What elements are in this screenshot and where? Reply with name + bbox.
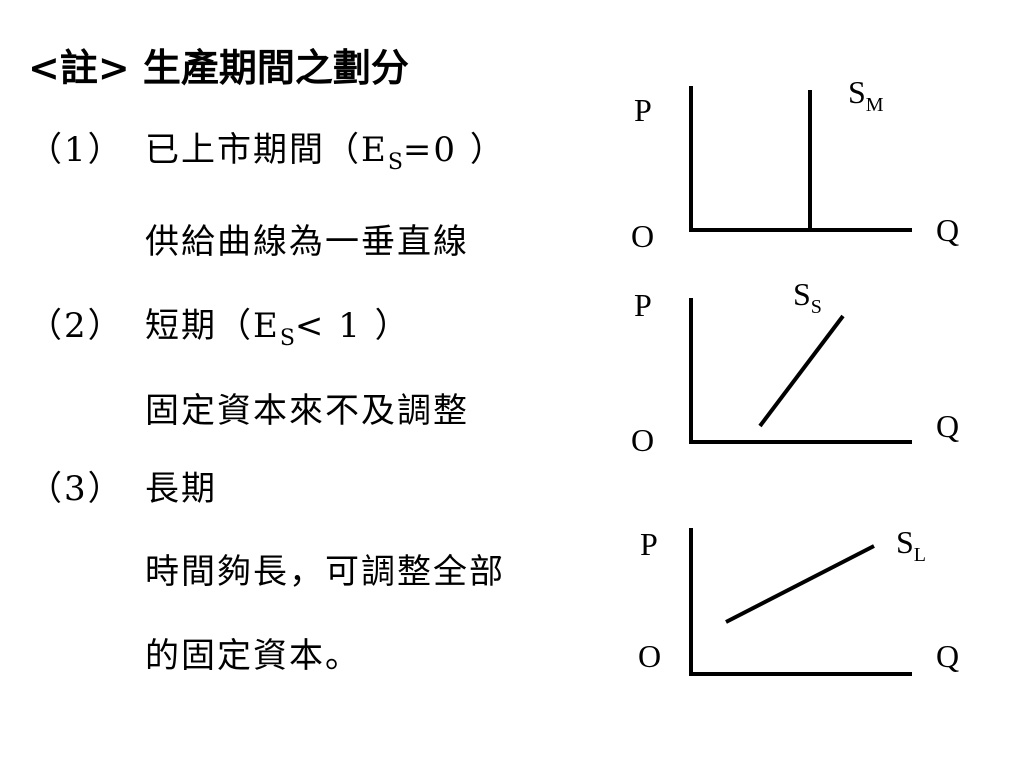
item-1-heading-subscript: S bbox=[387, 150, 403, 175]
diagram-3-y-axis-label: P bbox=[640, 526, 658, 562]
diagram-2-curve-label: SS bbox=[793, 276, 822, 318]
diagram-2-curve-label-main: S bbox=[793, 276, 811, 312]
diagram-3-x-axis-label: Q bbox=[936, 638, 959, 674]
item-1-heading-after: =0 ） bbox=[402, 130, 506, 170]
diagram-1-axes bbox=[689, 86, 912, 232]
diagram-3-curve-label-sub: L bbox=[914, 544, 926, 566]
supply-curve-short-run bbox=[758, 314, 845, 428]
item-1-number: （1） bbox=[28, 130, 124, 170]
diagram-2-axes bbox=[689, 298, 912, 444]
item-2-heading-text: 短期（E bbox=[145, 306, 280, 346]
diagram-3-axes bbox=[689, 528, 912, 676]
diagram-long-run: P O Q SL bbox=[638, 524, 959, 676]
item-2-heading-after: < 1 ） bbox=[294, 306, 411, 346]
supply-curve-long-run bbox=[725, 544, 875, 624]
diagram-1-curve-label-sub: M bbox=[866, 94, 884, 116]
item-3-number: （3） bbox=[28, 469, 124, 509]
diagram-1-y-axis-label: P bbox=[634, 92, 652, 128]
item-2-heading: 短期（ES< 1 ） bbox=[145, 303, 411, 362]
diagram-3-origin-label: O bbox=[638, 638, 661, 674]
item-1-heading-text: 已上市期間（E bbox=[145, 130, 388, 170]
diagram-1-curve-label: SM bbox=[848, 74, 884, 116]
diagram-1-origin-label: O bbox=[631, 218, 654, 254]
item-3-description-line-2: 的固定資本。 bbox=[145, 636, 361, 676]
item-2-heading-subscript: S bbox=[279, 326, 295, 351]
item-1-heading: 已上市期間（ES=0 ） bbox=[145, 127, 506, 186]
diagram-3-curve-label: SL bbox=[896, 524, 926, 566]
diagram-1-curve-label-main: S bbox=[848, 74, 866, 110]
page-title: <註> 生產期間之劃分 bbox=[28, 45, 409, 90]
diagram-2-origin-label: O bbox=[631, 422, 654, 458]
diagram-short-run: P O Q SS bbox=[631, 276, 959, 458]
item-2-number: （2） bbox=[28, 306, 124, 346]
diagram-3-curve-label-main: S bbox=[896, 524, 914, 560]
diagram-2-x-axis-label: Q bbox=[936, 408, 959, 444]
diagram-2-y-axis-label: P bbox=[634, 287, 652, 323]
diagram-market-period: P O Q SM bbox=[631, 74, 959, 254]
item-3-description-line-1: 時間夠長，可調整全部 bbox=[145, 552, 505, 592]
diagram-2-curve-label-sub: S bbox=[811, 296, 822, 318]
item-1-description: 供給曲線為一垂直線 bbox=[145, 222, 469, 262]
diagram-1-x-axis-label: Q bbox=[936, 212, 959, 248]
item-2-description: 固定資本來不及調整 bbox=[145, 391, 469, 431]
item-3-heading: 長期 bbox=[145, 469, 217, 509]
